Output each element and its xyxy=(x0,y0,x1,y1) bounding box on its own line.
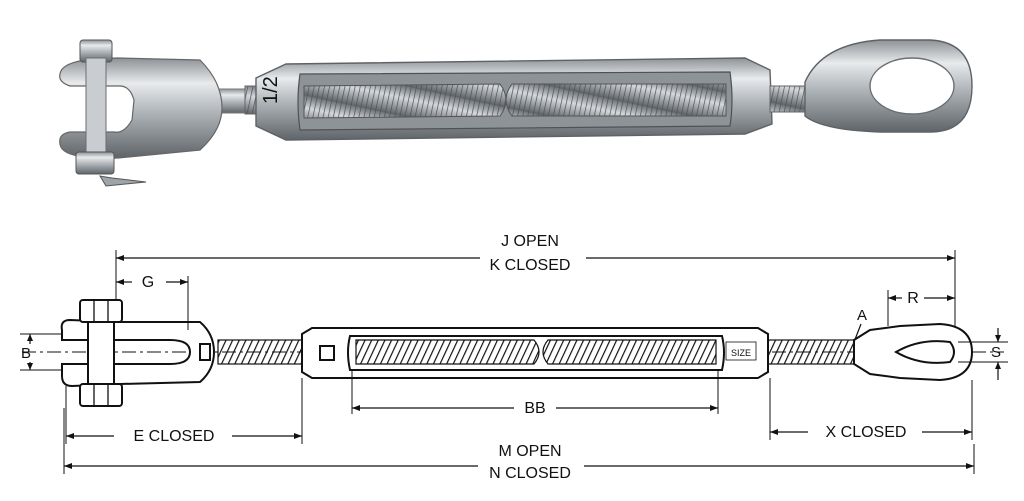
s-label: S xyxy=(991,344,1001,361)
turnbuckle-photo: 1/2 xyxy=(59,39,973,187)
dim-x: X CLOSED xyxy=(769,378,973,441)
turnbuckle-body: SIZE xyxy=(301,327,769,379)
turnbuckle-drawing: SIZE J OPEN K CLOSED G xyxy=(20,233,1008,482)
bb-label: BB xyxy=(524,400,545,417)
dim-bb: BB xyxy=(351,370,719,417)
dim-m-n: M OPEN N CLOSED xyxy=(63,408,975,482)
dim-g: G xyxy=(116,274,189,330)
dim-e: E CLOSED xyxy=(65,378,303,445)
eye-end xyxy=(853,322,974,382)
k-closed-label: K CLOSED xyxy=(490,257,571,274)
dim-j-k: J OPEN K CLOSED xyxy=(115,233,956,328)
j-open-label: J OPEN xyxy=(501,233,559,250)
dim-b: B xyxy=(20,333,62,371)
b-label: B xyxy=(21,345,31,362)
n-closed-label: N CLOSED xyxy=(489,465,571,482)
a-label: A xyxy=(857,307,867,324)
photo-size-mark: 1/2 xyxy=(260,76,282,104)
dim-s: S xyxy=(958,328,1008,380)
g-label: G xyxy=(142,274,154,291)
dim-a: A xyxy=(853,307,867,343)
r-label: R xyxy=(907,290,919,307)
dim-r: R xyxy=(887,290,955,326)
size-label: SIZE xyxy=(731,348,751,358)
x-closed-label: X CLOSED xyxy=(826,424,907,441)
e-closed-label: E CLOSED xyxy=(134,428,215,445)
m-open-label: M OPEN xyxy=(498,443,561,460)
jaw-end xyxy=(60,299,216,407)
